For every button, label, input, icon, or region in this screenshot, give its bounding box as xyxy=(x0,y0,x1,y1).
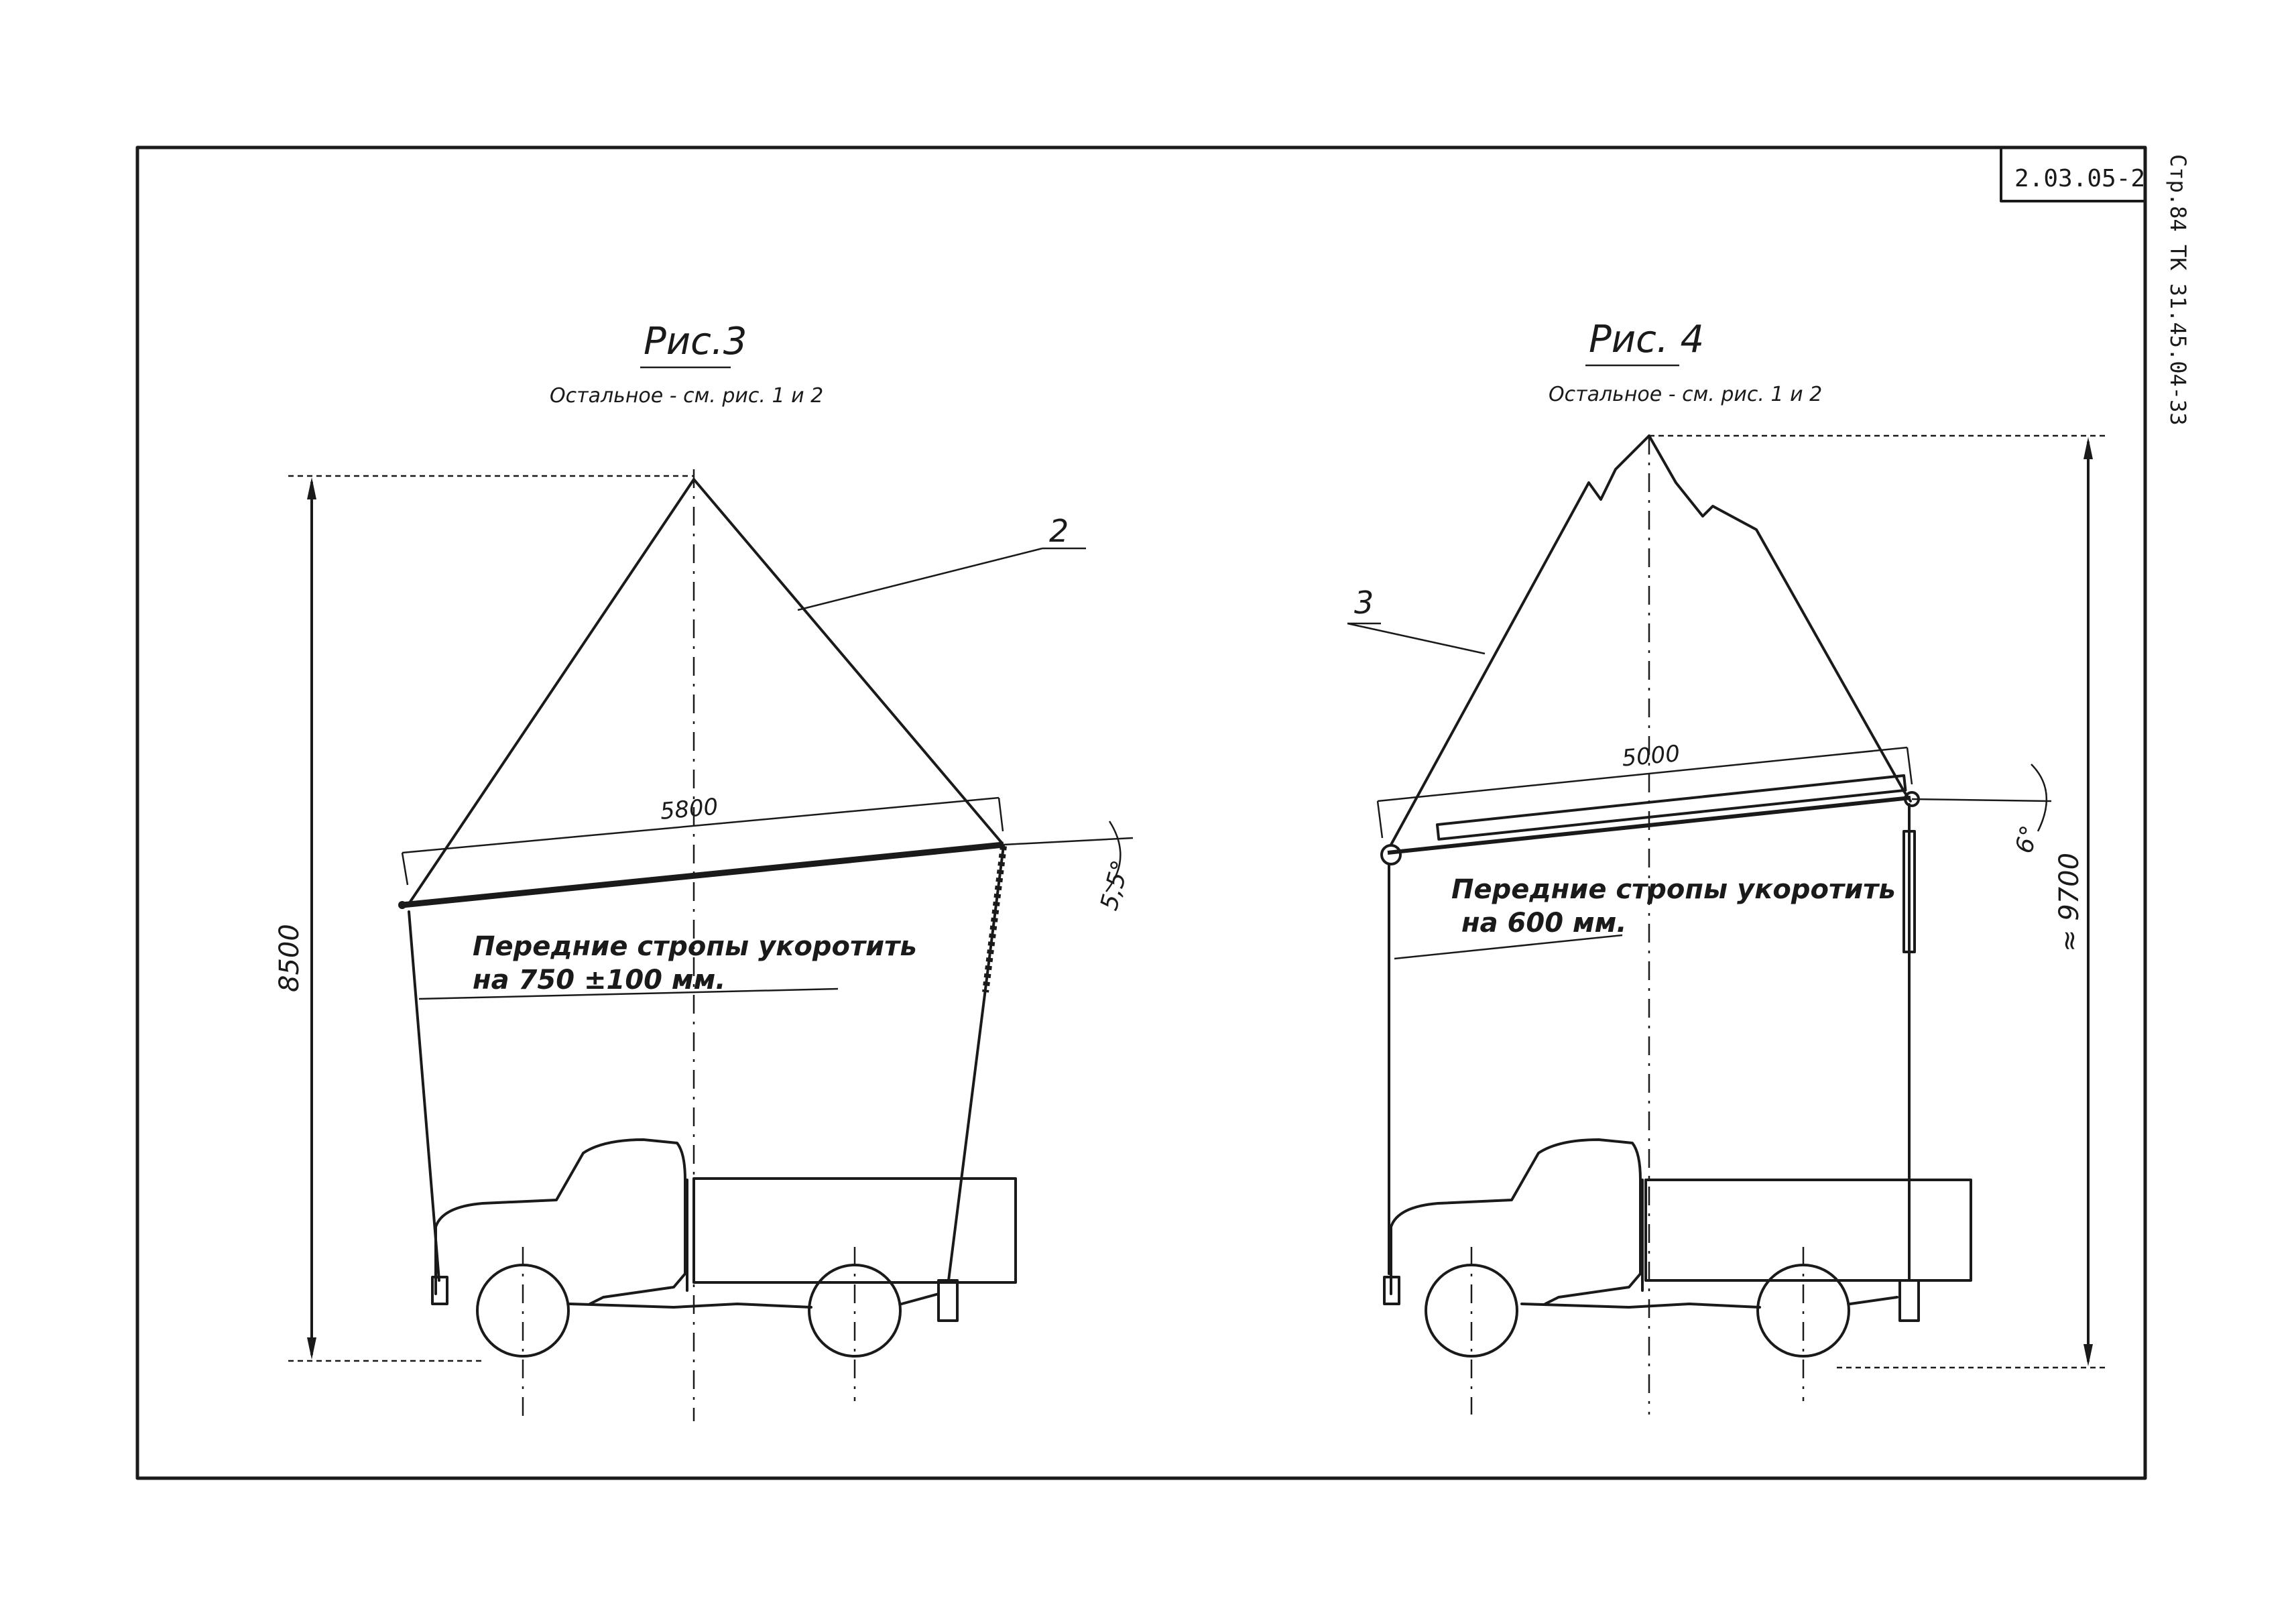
fig4-note-line1: Передние стропы укоротить xyxy=(1451,874,1896,905)
fig3-leader-label: 2 xyxy=(1049,513,1069,549)
side-code: Стр.84 ТК 31.45.04-33 xyxy=(2165,154,2191,426)
fig3-beam xyxy=(402,841,1004,908)
fig4-span: 5000 xyxy=(1621,740,1681,772)
fig3-height: 8500 xyxy=(274,924,305,992)
fig3-subtitle: Остальное - см. рис. 1 и 2 xyxy=(550,384,823,408)
fig4-note-line2: на 600 мм. xyxy=(1461,908,1627,939)
fig4-height: ≈ 9700 xyxy=(2054,853,2085,952)
fig4-title: Рис. 4 xyxy=(1589,318,1704,361)
stamp-box: 2.03.05-2 xyxy=(2000,146,2147,202)
fig3-note-line2: на 750 ±100 мм. xyxy=(473,965,726,996)
fig4-slings xyxy=(1390,434,1905,846)
fig4-beam xyxy=(1380,774,1920,865)
sheet-frame xyxy=(135,145,2147,1480)
fig3-title: Рис.3 xyxy=(644,320,747,363)
fig4-truck xyxy=(1383,1138,1972,1415)
figure-3: Рис.3 Остальное - см. рис. 1 и 2 8500 2 … xyxy=(274,320,1135,1421)
fig3-chain xyxy=(947,845,1007,1282)
figure-4: Рис. 4 Остальное - см. рис. 1 и 2 ≈ 9700… xyxy=(1347,318,2105,1415)
fig3-truck xyxy=(431,1138,1017,1421)
fig3-slings xyxy=(409,478,1004,903)
fig4-subtitle: Остальное - см. рис. 1 и 2 xyxy=(1549,383,1822,406)
fig4-leader-label: 3 xyxy=(1354,585,1374,621)
stamp-code: 2.03.05-2 xyxy=(2014,165,2145,192)
fig3-angle: 5,5° xyxy=(1095,857,1135,913)
fig3-note-line1: Передние стропы укоротить xyxy=(473,931,917,962)
fig3-span: 5800 xyxy=(659,793,719,825)
